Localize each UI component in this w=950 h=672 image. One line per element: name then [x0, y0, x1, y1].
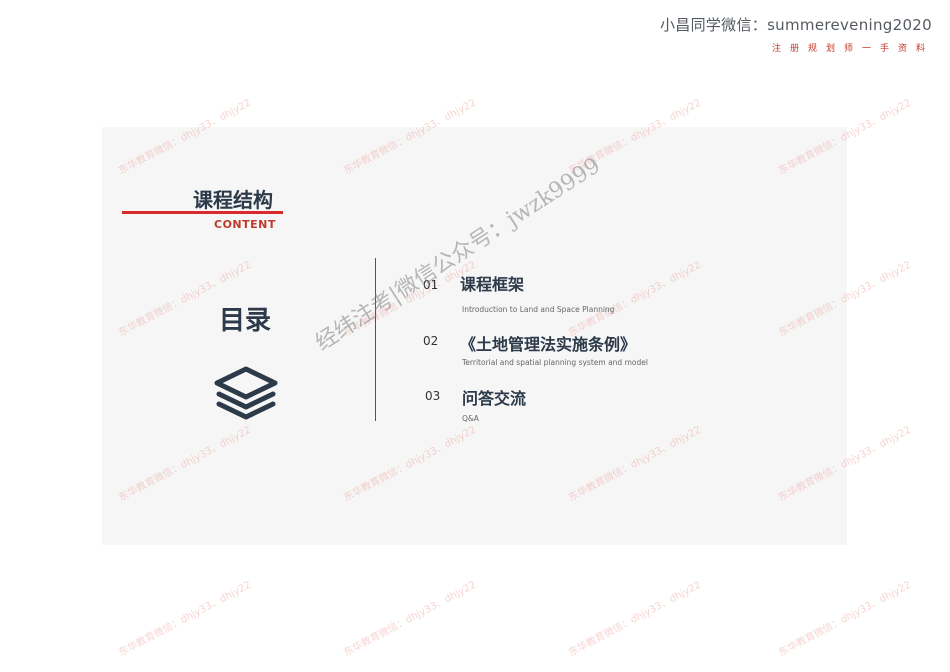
item-title: 问答交流 [462, 389, 527, 408]
layers-icon [213, 366, 279, 424]
tile-watermark: 东华教育微信：dhjy33、dhjy22 [777, 579, 914, 659]
item-title: 《土地管理法实施条例》 [460, 335, 637, 354]
slide-canvas [102, 127, 847, 545]
vertical-divider [375, 258, 376, 421]
catalog-label: 目录 [219, 306, 272, 336]
brand-subtitle: 注册规划师一手资料 [771, 44, 934, 54]
item-number: 01 [423, 278, 439, 292]
item-title: 课程框架 [460, 275, 525, 294]
item-subtitle: Introduction to Land and Space Planning [462, 305, 615, 314]
section-title: 课程结构 [193, 188, 273, 212]
item-number: 03 [425, 389, 441, 403]
tile-watermark: 东华教育微信：dhjy33、dhjy22 [117, 579, 254, 659]
tile-watermark: 东华教育微信：dhjy33、dhjy22 [567, 579, 704, 659]
tile-watermark: 东华教育微信：dhjy33、dhjy22 [342, 579, 479, 659]
item-subtitle: Territorial and spatial planning system … [462, 358, 648, 367]
item-subtitle: Q&A [462, 414, 479, 423]
section-subtitle: CONTENT [214, 218, 276, 231]
brand-title: 小昌同学微信：summerevening2020 [659, 16, 932, 34]
item-number: 02 [423, 334, 439, 348]
title-underline [122, 211, 283, 214]
brand-header: 小昌同学微信：summerevening2020 注册规划师一手资料 [660, 14, 932, 54]
